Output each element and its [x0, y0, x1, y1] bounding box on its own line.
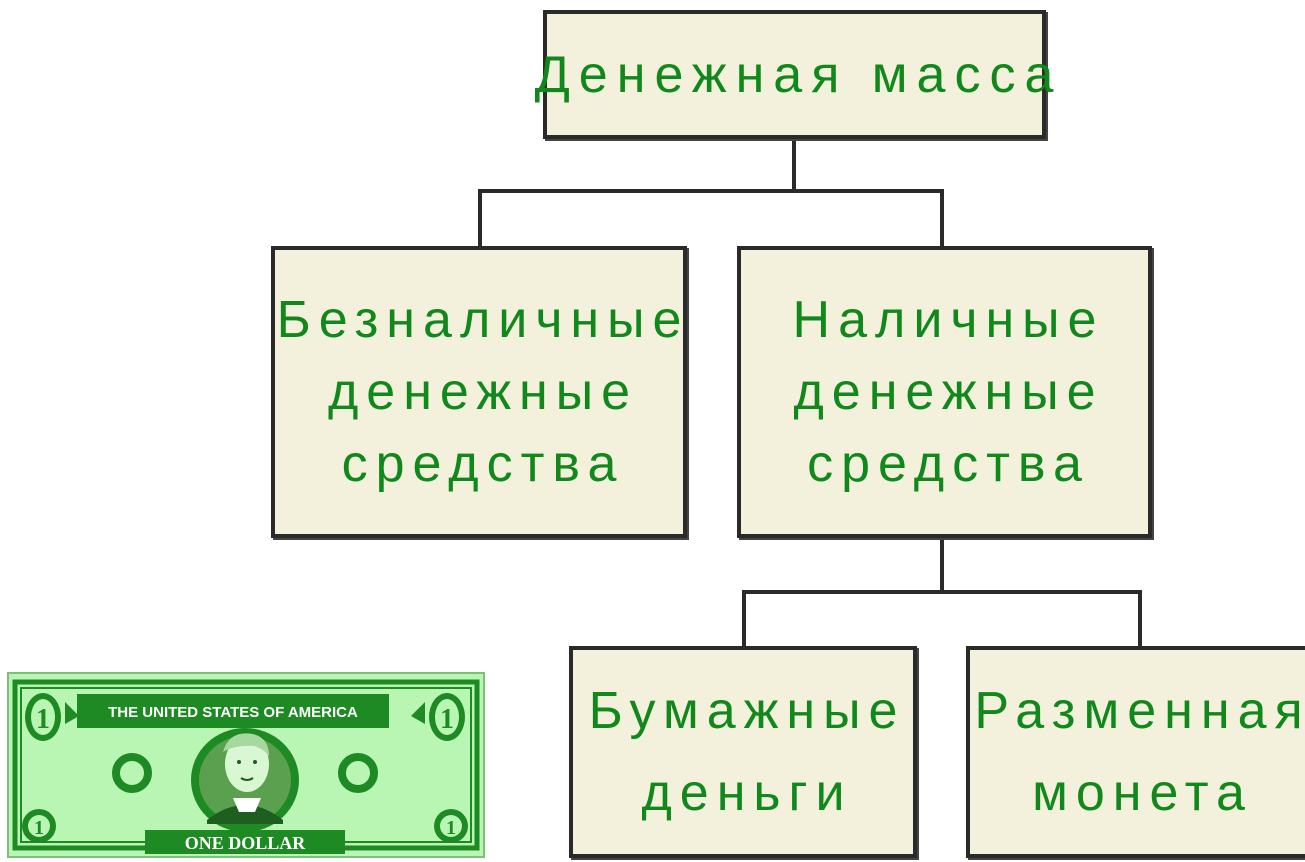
bill-corner-bottom-right: 1 — [434, 809, 468, 843]
bill-portrait — [191, 728, 299, 832]
node-noncash-line-3: средства — [341, 435, 625, 493]
node-cash-line-2: денежные — [793, 363, 1104, 421]
node-cash-funds: Наличные денежные средства — [737, 246, 1152, 538]
bill-corner-top-left: 1 — [25, 693, 79, 741]
bill-seal-right — [338, 753, 378, 793]
bill-numeral-top-left: 1 — [36, 704, 50, 735]
bill-corner-bottom-left: 1 — [22, 809, 56, 843]
bill-numeral-bottom-right: 1 — [446, 817, 456, 839]
node-paper-line-2: деньги — [641, 764, 853, 822]
node-cash-line-3: средства — [807, 435, 1090, 493]
node-noncash-line-2: денежные — [327, 363, 639, 421]
bill-numeral-bottom-left: 1 — [34, 817, 44, 839]
bill-header-text: THE UNITED STATES OF AMERICA — [108, 704, 358, 721]
dollar-bill-image: THE UNITED STATES OF AMERICA ONE DOLLAR … — [7, 672, 485, 858]
node-paper-money: Бумажные деньги — [569, 646, 917, 858]
node-coins: Разменная монета — [966, 646, 1305, 858]
bill-footer-text: ONE DOLLAR — [185, 833, 307, 853]
node-coin-line-2: монета — [1032, 764, 1253, 822]
bill-corner-top-right: 1 — [411, 693, 465, 741]
node-noncash-line-1: Безналичные — [276, 291, 690, 349]
node-money-supply: Денежная масса — [535, 10, 1053, 139]
node-paper-line-1: Бумажные — [588, 682, 906, 740]
node-noncash-funds: Безналичные денежные средства — [271, 246, 687, 538]
node-cash-line-1: Наличные — [792, 291, 1105, 349]
node-money-supply-label: Денежная масса — [534, 45, 1063, 104]
bill-seal-left — [112, 753, 152, 793]
node-coin-line-1: Разменная — [974, 682, 1305, 740]
bill-numeral-top-right: 1 — [440, 704, 454, 735]
